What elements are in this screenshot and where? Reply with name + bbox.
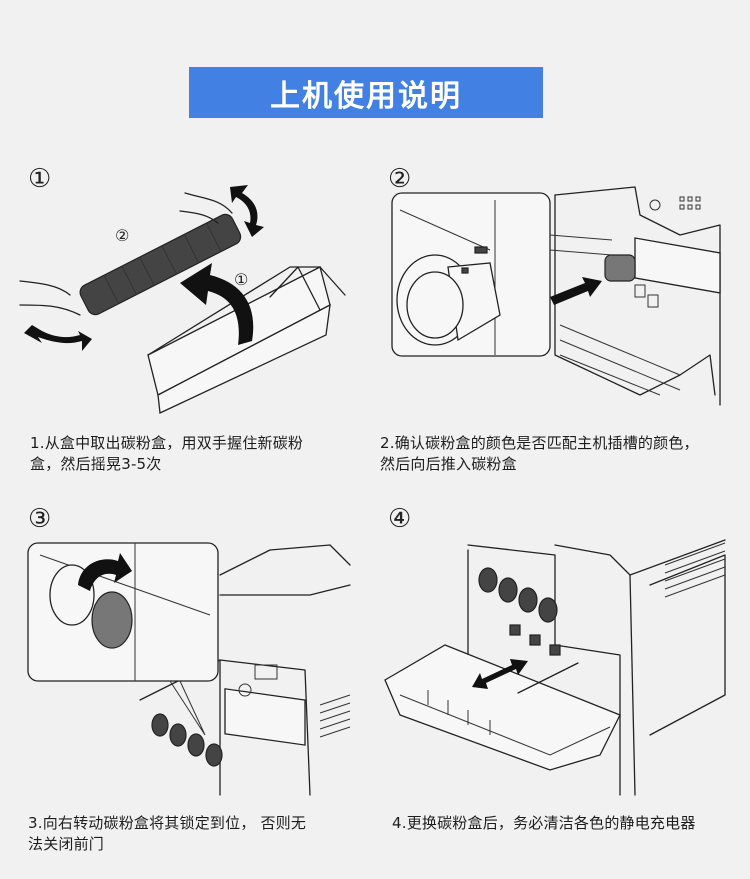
step-1-label-box: ① [234, 270, 248, 289]
step-1-caption: 1.从盒中取出碳粉盒，用双手握住新碳粉 盒，然后摇晃3-5次 [30, 433, 370, 475]
push-arrow-icon [550, 277, 602, 305]
step-3-caption-line2: 法关闭前门 [28, 835, 105, 853]
detail-inset [27, 542, 219, 736]
step-2-caption: 2.确认碳粉盒的颜色是否匹配主机插槽的颜色， 然后向后推入碳粉盒 [380, 433, 750, 475]
step-4-number: ④ [388, 504, 411, 534]
right-hand [179, 192, 233, 224]
step-1-caption-line2: 盒，然后摇晃3-5次 [30, 455, 162, 473]
step-2-caption-line2: 然后向后推入碳粉盒 [380, 455, 517, 473]
rotate-arrow-icon [78, 553, 132, 591]
front-door [384, 644, 621, 771]
keypad [679, 196, 701, 210]
title-banner: 上机使用说明 [189, 67, 543, 118]
step-4-caption: 4.更换碳粉盒后，务必清洁各色的静电充电器 [392, 813, 750, 834]
step-1-illustration: ① ① ② [19, 164, 346, 414]
step-4: ④ 4.更换 [380, 495, 750, 832]
step-3-caption-line1: 3.向右转动碳粉盒将其锁定到位， 否则无 [28, 814, 307, 832]
toner-cartridge [604, 254, 636, 282]
step-3: ③ [20, 495, 360, 853]
step-1-caption-line1: 1.从盒中取出碳粉盒，用双手握住新碳粉 [30, 434, 304, 452]
step-1-number: ① [28, 164, 51, 194]
shake-arrow-left-icon [24, 325, 92, 351]
step-2-illustration: ② [388, 164, 721, 406]
step-2: ② [380, 155, 750, 473]
step-4-caption-line1: 4.更换碳粉盒后，务必清洁各色的静电充电器 [392, 814, 696, 832]
page-title: 上机使用说明 [270, 78, 462, 114]
left-hand [19, 280, 81, 316]
step-4-illustration: ④ [384, 504, 726, 796]
printer-body [554, 186, 721, 406]
shake-arrow-right-icon [230, 185, 264, 237]
step-3-illustration: ③ [27, 504, 351, 796]
step-1-label-cartridge: ② [115, 226, 129, 245]
step-1: ① ① ② 1.从盒中取出碳粉盒，用双手握住新碳粉 [19, 155, 360, 473]
step-2-caption-line1: 2.确认碳粉盒的颜色是否匹配主机插槽的颜色， [380, 434, 699, 452]
step-2-number: ② [388, 164, 411, 194]
printer-body [467, 539, 726, 796]
lift-arrow-icon [180, 263, 254, 345]
step-3-caption: 3.向右转动碳粉盒将其锁定到位， 否则无 法关闭前门 [28, 813, 368, 855]
double-arrow-icon [472, 659, 528, 689]
toner-cartridge [79, 213, 242, 316]
detail-inset [391, 192, 613, 357]
cleaning-rod [517, 662, 579, 694]
step-3-number: ③ [28, 504, 51, 534]
printer-body [139, 544, 351, 796]
